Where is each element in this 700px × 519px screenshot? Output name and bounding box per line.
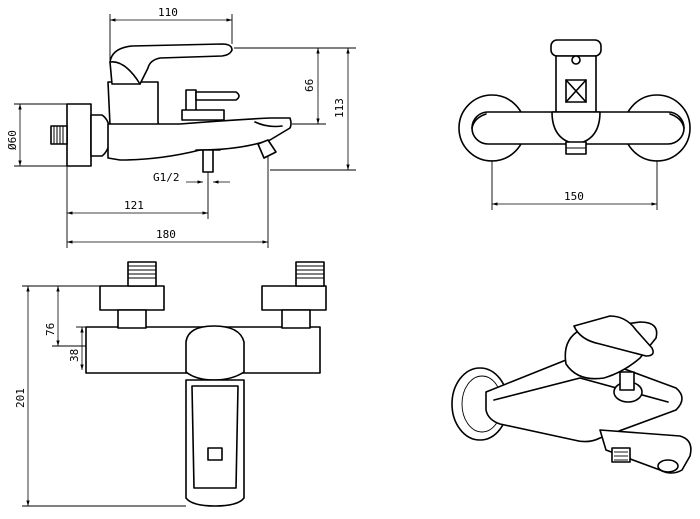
iso-lever: [573, 315, 654, 357]
dim-label-60: Ø60: [6, 130, 19, 150]
iso-shower-outlet: [611, 447, 631, 463]
top-handle-screw: [571, 55, 581, 65]
side-view: 110 66 113 Ø60 G1/2 121 180: [6, 6, 356, 248]
dim-label-38: 38: [68, 349, 81, 362]
front-flange-right: [261, 285, 327, 311]
lever-handle: [109, 43, 233, 85]
front-nut-left: [117, 309, 147, 329]
wall-flange: [66, 103, 92, 167]
eccentric-nut: [90, 114, 111, 157]
diverter-knob: [195, 91, 240, 101]
dim-label-180: 180: [156, 228, 176, 241]
diverter-base: [181, 109, 225, 121]
front-cartridge: [185, 325, 245, 381]
front-handle-inner: [191, 385, 239, 489]
dim-label-121: 121: [124, 199, 144, 212]
dim-label-66: 66: [303, 79, 316, 92]
dim-label-113: 113: [333, 98, 346, 118]
shower-outlet: [202, 150, 214, 173]
diverter-stem: [185, 89, 197, 113]
iso-aerator: [657, 459, 679, 473]
front-handle: [185, 379, 245, 507]
top-view: 150: [458, 39, 691, 210]
front-thread-left-lines: [128, 265, 156, 279]
front-thread-right-lines: [296, 265, 324, 279]
handle-cartridge-line: [109, 61, 141, 85]
aerator: [257, 139, 277, 159]
dim-label-110: 110: [158, 6, 178, 19]
dim-label-150: 150: [564, 190, 584, 203]
spout-edge: [254, 121, 283, 128]
dim-label-201: 201: [14, 388, 27, 408]
front-flange-left: [99, 285, 165, 311]
side-connector: [50, 125, 68, 145]
iso-diverter-stem: [619, 371, 635, 391]
top-handle: [550, 39, 602, 57]
front-view: 76 38 201: [14, 261, 327, 507]
spout: [107, 117, 292, 161]
connector-thread: [53, 126, 64, 144]
front-outlet: [207, 447, 223, 461]
dim-label-g12: G1/2: [153, 171, 180, 184]
front-nut-right: [281, 309, 311, 329]
isometric-view: [451, 315, 692, 474]
dim-label-76: 76: [44, 323, 57, 336]
